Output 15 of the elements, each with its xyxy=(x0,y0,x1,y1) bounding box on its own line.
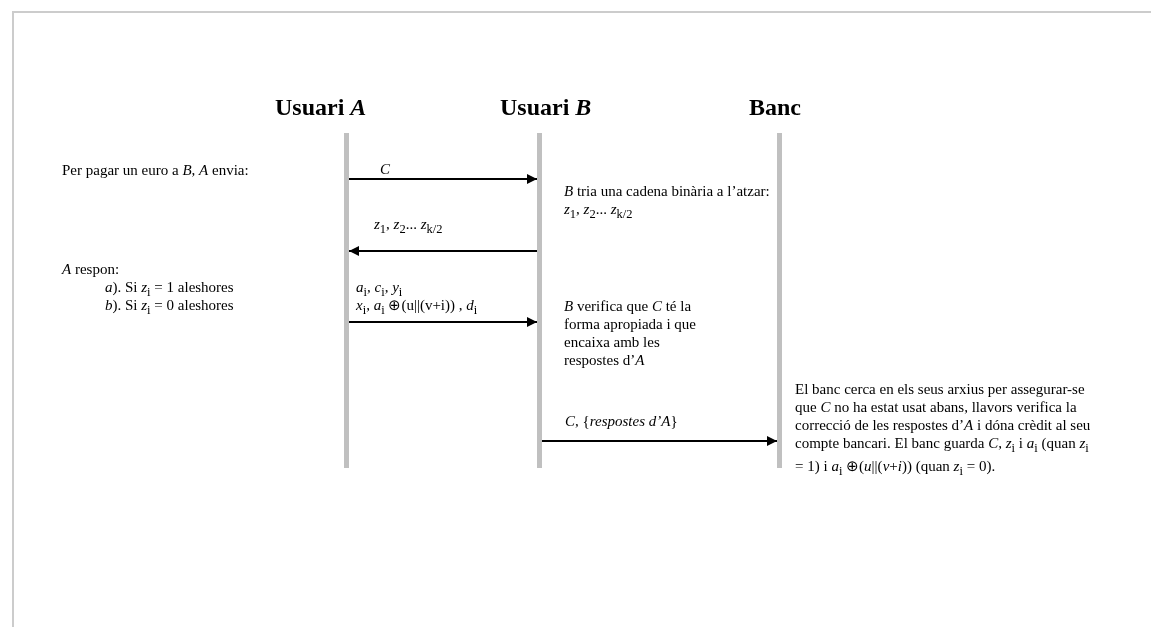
message-arrow xyxy=(541,436,778,446)
note-text: El banc cerca en els seus arxius per assegurar-se que C no ha estat usat abans, llavors verifica la correcció de les respostes d’A i dóna crèdit al seu compte bancari. El banc guarda C, z$_{i}$ i a$_{i}$ (quan z$_{i}$ = 1) i a$_{i}$ ⊕(u||(v+i)) (quan z$_{i}$ = 0). xyxy=(795,380,1092,480)
message-arrow xyxy=(348,317,538,327)
participant-heading: Usuari A xyxy=(275,93,367,121)
note-text: B verifica que C té la forma apropiada i que encaixa amb les respostes d’A xyxy=(564,297,698,369)
message-arrow xyxy=(348,246,538,256)
note-text: Per pagar un euro a B, A envia: xyxy=(62,161,249,179)
lifeline xyxy=(344,133,349,468)
message-arrow xyxy=(348,174,538,184)
note-text: A respon: xyxy=(62,260,120,278)
participant-heading: Banc xyxy=(749,93,801,121)
note-text: B tria una cadena binària a l’atzar: z$_{1}$, z$_{2}$... z$_{k/2}$ xyxy=(564,182,771,223)
lifeline xyxy=(777,133,782,468)
lifeline xyxy=(537,133,542,468)
participant-heading: Usuari B xyxy=(500,93,592,121)
